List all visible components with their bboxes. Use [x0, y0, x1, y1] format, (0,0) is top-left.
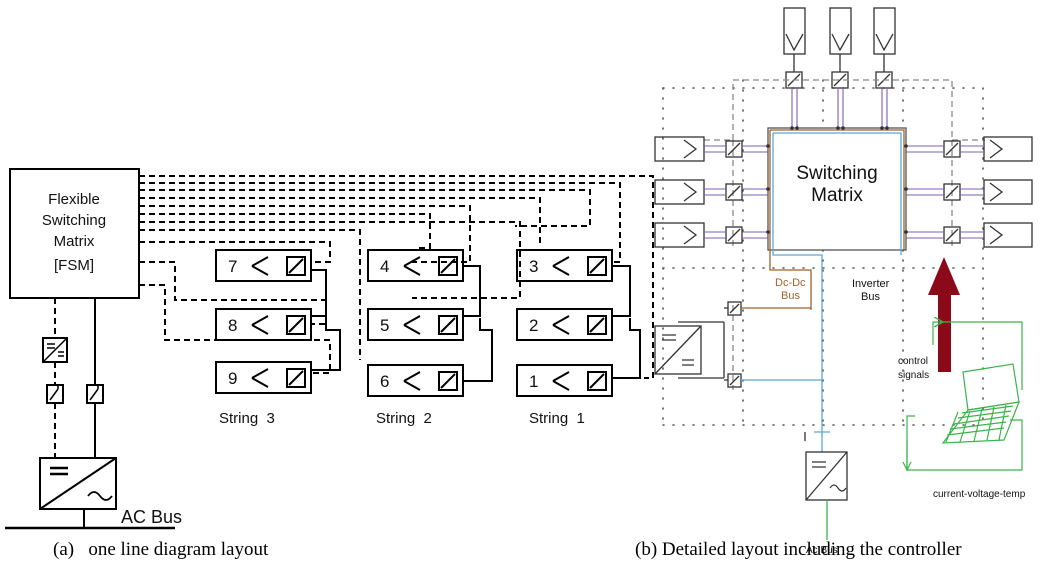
module-number: 1 — [529, 372, 538, 391]
feedback-loop — [902, 322, 1023, 472]
top-modules — [783, 7, 896, 89]
dc-dc-bus-line — [769, 129, 905, 310]
top-module-bus — [791, 88, 888, 128]
string-solid-wiring — [311, 265, 641, 382]
module-number: 6 — [380, 372, 389, 391]
dc-dc-converter-block — [654, 301, 822, 388]
fsm-label-line1: Flexible — [48, 191, 100, 208]
dc-dc-bus-label-line2: Bus — [781, 290, 800, 302]
fsm-label-line2: Switching — [42, 212, 106, 229]
inverter-bus-label-line1: Inverter — [852, 278, 890, 290]
sensor-label: current-voltage-temp — [933, 489, 1026, 500]
caption-b: (b) Detailed layout including the contro… — [635, 539, 962, 560]
fsm-label-line4: [FSM] — [54, 257, 94, 274]
feeder-lines — [54, 298, 96, 528]
module-number: 2 — [529, 316, 538, 335]
control-signals-label-line2: signals — [898, 370, 929, 381]
ac-bus-label: Ac Bus — [806, 545, 838, 556]
module-number: 9 — [228, 369, 237, 388]
dc-dc-converter-icon — [42, 337, 68, 363]
switch-ring — [704, 79, 985, 390]
string-label: String 1 — [529, 410, 585, 427]
panel-b-detailed-layout: Switching Matrix Dc-Dc Bus Inverter Bus … — [654, 7, 1033, 556]
string-label: String 2 — [376, 410, 432, 427]
control-signals-label-line1: control — [898, 356, 928, 367]
module-number: 3 — [529, 257, 538, 276]
inverter-icon — [39, 457, 117, 510]
fsm-label-line3: Matrix — [54, 233, 95, 250]
laptop-icon — [941, 363, 1020, 444]
string-label: String 3 — [219, 410, 275, 427]
switch-icon — [46, 384, 104, 404]
left-module-bus — [704, 145, 768, 239]
module-number: 5 — [380, 316, 389, 335]
left-modules — [654, 136, 743, 248]
inverter-bus-line — [772, 132, 902, 410]
switching-matrix-label-line2: Matrix — [811, 185, 863, 206]
module-number: 8 — [228, 316, 237, 335]
inverter-bus-label-line2: Bus — [861, 291, 880, 303]
right-module-bus — [906, 145, 984, 239]
panel-b-inverter — [804, 410, 848, 540]
pv-modules — [215, 249, 613, 397]
fsm-box — [9, 168, 140, 299]
caption-a: (a) one line diagram layout — [53, 539, 269, 560]
ac-bus-label: AC Bus — [121, 507, 182, 527]
panel-a-one-line-diagram: Flexible Switching Matrix [FSM] — [5, 168, 654, 530]
dc-dc-bus-label-line1: Dc-Dc — [775, 277, 806, 289]
module-number: 4 — [380, 257, 389, 276]
right-modules — [943, 136, 1033, 248]
module-number: 7 — [228, 257, 237, 276]
matrix-nodes — [766, 126, 908, 234]
control-signal-arrow — [928, 257, 960, 372]
switching-matrix-label-line1: Switching — [796, 163, 877, 184]
